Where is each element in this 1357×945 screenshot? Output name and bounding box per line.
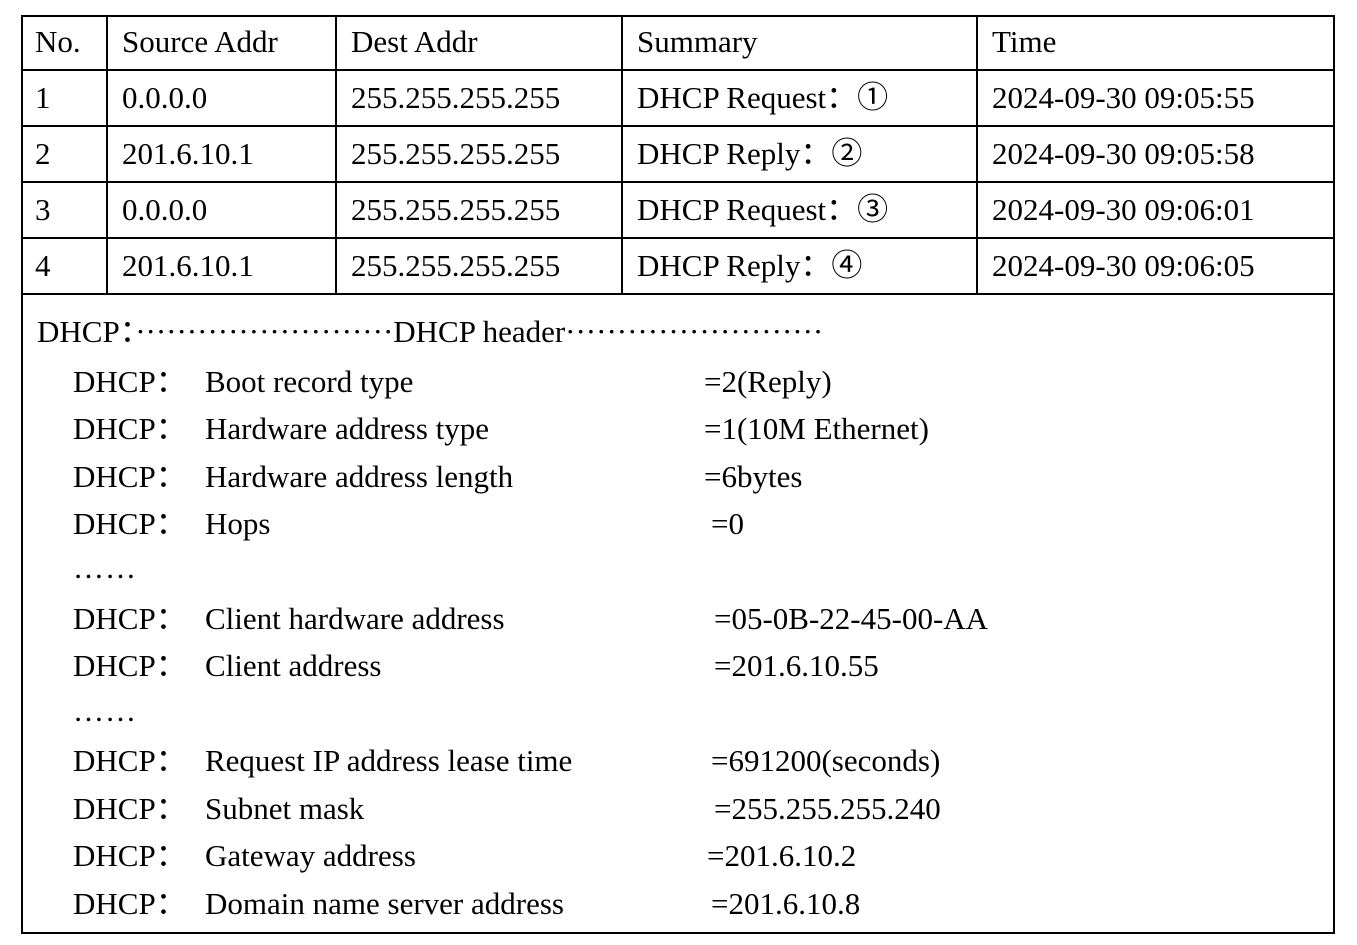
cell-no: 3 — [21, 181, 108, 239]
cell-summary: DHCP Reply：④ — [621, 237, 978, 295]
protocol-label: DHCP： — [73, 886, 187, 921]
protocol-label: DHCP： — [73, 459, 187, 494]
column-header-no: No. — [21, 15, 108, 71]
cell-no: 1 — [21, 69, 108, 127]
detail-field[interactable]: DHCP： Hops — [73, 504, 270, 544]
field-value: =0 — [711, 506, 744, 541]
detail-field[interactable]: DHCP： Hardware address type — [73, 409, 489, 449]
cell-dest: 255.255.255.255 — [335, 125, 623, 183]
protocol-label: DHCP： — [73, 411, 187, 446]
cell-source: 201.6.10.1 — [106, 237, 337, 295]
table-header-row: No. Source Addr Dest Addr Summary Time — [21, 15, 1335, 71]
detail-field[interactable]: DHCP： Hardware address length — [73, 457, 513, 497]
field-value: =201.6.10.55 — [714, 648, 879, 683]
field-value: =05-0B-22-45-00-AA — [714, 601, 989, 636]
field-value: =1(10M Ethernet) — [704, 411, 929, 446]
column-header-summary: Summary — [621, 15, 978, 71]
protocol-label: DHCP： — [73, 791, 187, 826]
column-header-dest: Dest Addr — [335, 15, 623, 71]
field-name: Hardware address length — [205, 459, 514, 494]
protocol-label: DHCP： — [73, 506, 187, 541]
cell-no: 4 — [21, 237, 108, 295]
field-name: Boot record type — [205, 364, 414, 399]
packet-list-table: No. Source Addr Dest Addr Summary Time 1… — [21, 15, 1335, 295]
table-row[interactable]: 1 0.0.0.0 255.255.255.255 DHCP Request：①… — [21, 69, 1335, 127]
detail-field[interactable]: DHCP： Domain name server address — [73, 884, 564, 924]
ellipsis: …… — [73, 693, 137, 728]
cell-time: 2024-09-30 09:05:58 — [976, 125, 1335, 183]
field-name: Hardware address type — [205, 411, 490, 446]
cell-summary: DHCP Request：① — [621, 69, 978, 127]
protocol-label: DHCP： — [73, 838, 187, 873]
cell-no: 2 — [21, 125, 108, 183]
field-value: =691200(seconds) — [711, 743, 941, 778]
field-name: Client address — [205, 648, 382, 683]
field-name: Client hardware address — [205, 601, 505, 636]
field-value: =2(Reply) — [704, 364, 832, 399]
field-name: Subnet mask — [205, 791, 365, 826]
detail-field[interactable]: DHCP： Subnet mask — [73, 789, 364, 829]
cell-time: 2024-09-30 09:06:01 — [976, 181, 1335, 239]
field-name: Request IP address lease time — [205, 743, 573, 778]
protocol-label: DHCP： — [73, 743, 187, 778]
protocol-label: DHCP： — [73, 601, 187, 636]
field-value: =201.6.10.8 — [711, 886, 861, 921]
column-header-source: Source Addr — [106, 15, 337, 71]
dhcp-header-line: DHCP：·························DHCP heade… — [37, 314, 824, 349]
protocol-label: DHCP： — [73, 648, 187, 683]
protocol-label: DHCP： — [73, 364, 187, 399]
table-row[interactable]: 3 0.0.0.0 255.255.255.255 DHCP Request：③… — [21, 181, 1335, 239]
field-name: Hops — [205, 506, 271, 541]
detail-field[interactable]: DHCP： Request IP address lease time — [73, 741, 572, 781]
cell-source: 0.0.0.0 — [106, 181, 337, 239]
column-header-time: Time — [976, 15, 1335, 71]
detail-field[interactable]: DHCP： Client hardware address — [73, 599, 505, 639]
cell-summary: DHCP Request：③ — [621, 181, 978, 239]
field-name: Domain name server address — [205, 886, 564, 921]
cell-dest: 255.255.255.255 — [335, 181, 623, 239]
field-name: Gateway address — [205, 838, 416, 873]
field-value: =6bytes — [704, 459, 803, 494]
cell-time: 2024-09-30 09:06:05 — [976, 237, 1335, 295]
cell-dest: 255.255.255.255 — [335, 237, 623, 295]
field-value: =255.255.255.240 — [714, 791, 941, 826]
cell-summary: DHCP Reply：② — [621, 125, 978, 183]
detail-field[interactable]: DHCP： Gateway address — [73, 836, 416, 876]
cell-time: 2024-09-30 09:05:55 — [976, 69, 1335, 127]
detail-field[interactable]: DHCP： Boot record type — [73, 362, 413, 402]
cell-dest: 255.255.255.255 — [335, 69, 623, 127]
table-row[interactable]: 4 201.6.10.1 255.255.255.255 DHCP Reply：… — [21, 237, 1335, 295]
field-value: =201.6.10.2 — [707, 838, 857, 873]
table-row[interactable]: 2 201.6.10.1 255.255.255.255 DHCP Reply：… — [21, 125, 1335, 183]
cell-source: 0.0.0.0 — [106, 69, 337, 127]
ellipsis: …… — [73, 550, 137, 585]
detail-field[interactable]: DHCP： Client address — [73, 646, 382, 686]
cell-source: 201.6.10.1 — [106, 125, 337, 183]
